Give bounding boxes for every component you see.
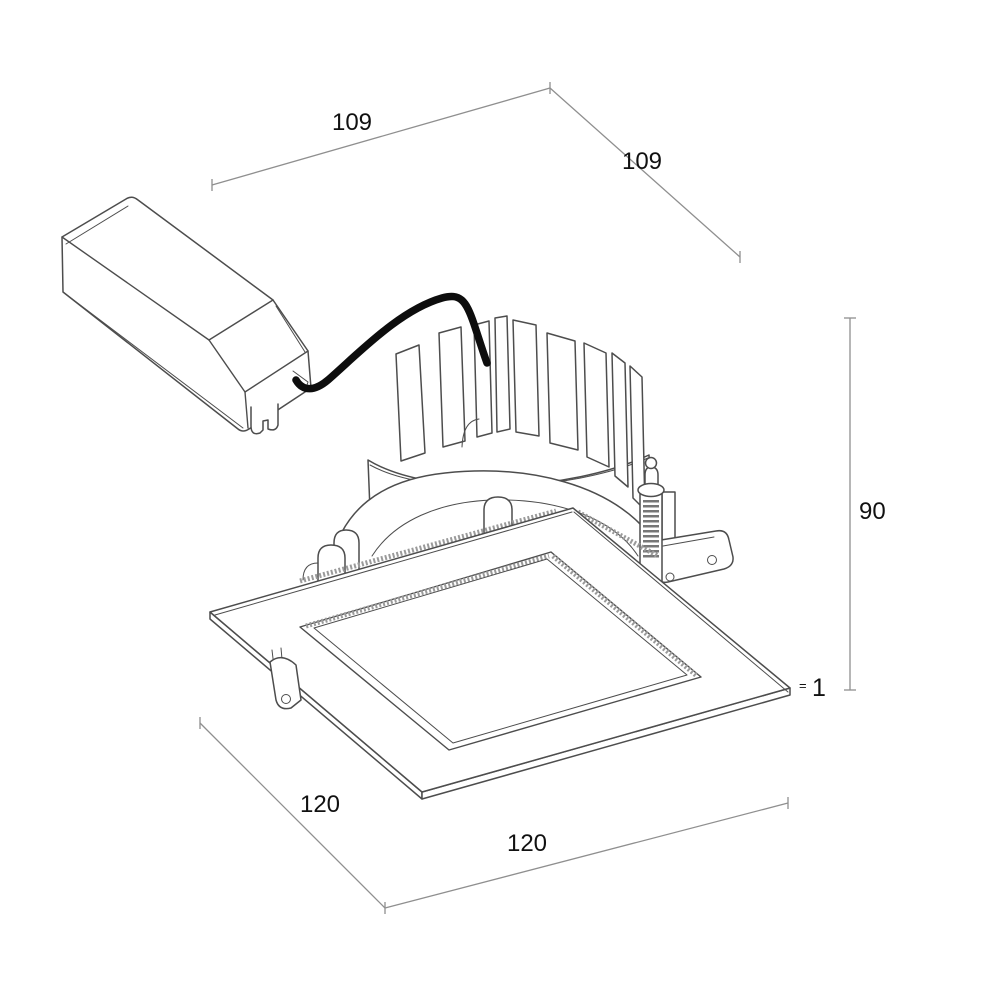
label-thickness-prefix: = [799,678,807,693]
fin [494,315,511,433]
fin [438,326,466,448]
clip-foot [269,656,302,710]
fin [583,342,610,468]
label-bottom-left-120: 120 [300,791,340,818]
clip-foot-hole [281,694,291,704]
label-top-left-109: 109 [332,109,372,136]
fin [473,320,493,438]
power-cable [292,292,491,393]
label-bottom-right-120: 120 [507,830,547,857]
dim-bottom-right-120 [384,797,789,909]
lens-panel [299,551,702,751]
trim-face [209,507,791,793]
dim-bottom-left-120 [199,717,386,914]
bracket-arm [656,529,734,584]
dimension-lines [199,82,856,914]
spring-clip-left [269,647,302,710]
led-driver-box [61,196,312,435]
lens-glass [313,558,688,744]
label-top-right-109: 109 [622,148,662,175]
pin-collar [637,482,665,498]
bracket-hole [707,555,717,565]
spring-clip-right [637,456,734,587]
label-thickness-1: 1 [812,674,826,702]
label-height-90: 90 [859,498,886,525]
dim-top-right-109 [549,87,741,263]
fin [512,319,540,437]
heatsink-fins [395,315,646,511]
flange-edge-hatch [299,508,660,584]
fin [611,352,629,488]
strain-relief-hook [250,403,279,435]
dim-top-left-109 [211,82,551,191]
trim-plate [209,507,791,800]
dimension-labels: 109 109 90 = 1 120 120 [300,109,886,857]
fin [546,332,579,451]
dim-height-90 [844,317,856,691]
bracket-hole [665,572,675,582]
pin-head [644,456,658,470]
fin [395,344,426,462]
